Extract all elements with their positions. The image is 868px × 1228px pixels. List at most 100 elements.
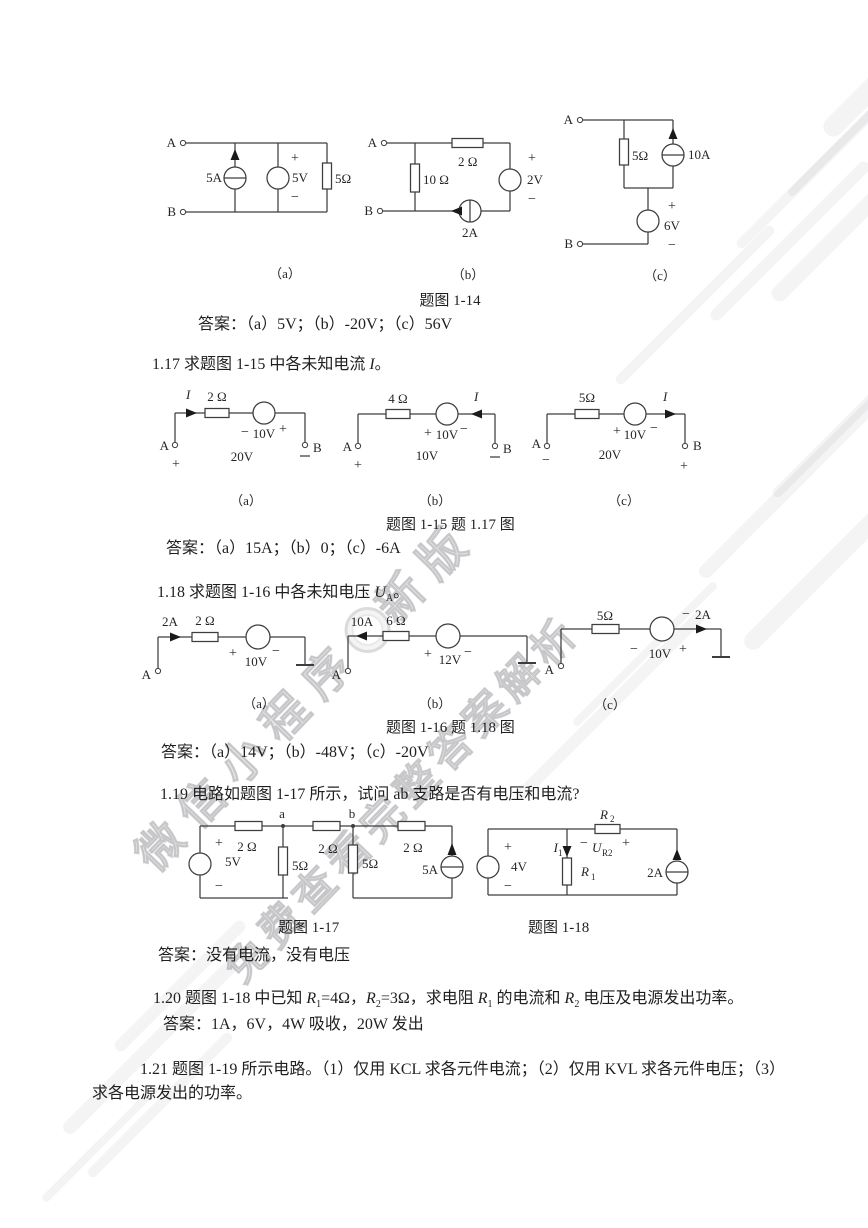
terminal-b [576,240,584,248]
voltage-source [476,855,500,879]
figure-1-16: 2A 2 Ω + 10V − A （a） 10A 6 Ω + 12V − A （… [142,607,730,712]
subfigure-label: （c） [644,268,676,283]
resistor [191,631,219,643]
answer-line: 答案：（a）14V；（b）-48V；（c）-20V [161,744,429,761]
node-label: A [343,439,353,454]
polarity-sign: − [504,879,512,894]
polarity-sign: − [668,238,676,253]
resistor-value: 5Ω [632,148,648,163]
source-value: 10V [253,426,276,441]
resistor [594,823,621,835]
resistor-label: R [599,807,608,822]
resistor-value: 4 Ω [388,391,407,406]
current-arrow-icon [665,409,676,419]
node-label: A [545,662,555,677]
subfigure-label: （b） [452,267,485,282]
resistor-value: 2 Ω [318,841,337,856]
circuit-1-16b: 10A 6 Ω + 12V − A （b） [332,613,536,711]
circuit-1-17: + 5V − 2 Ω 2 Ω 2 Ω 5Ω 5Ω a b 5A [188,806,464,899]
polarity-sign: + [172,457,180,472]
figure-caption: 题图 1-16 题 1.18 图 [386,720,515,736]
variable: I [369,356,375,373]
node-label: B [313,440,322,455]
terminal-a [354,442,362,450]
figure-caption: 题图 1-17 [278,920,340,936]
resistor [397,820,426,832]
resistor-value: 5Ω [335,171,351,186]
source-value: 12V [439,652,462,667]
node-label: b [349,806,356,821]
resistor [347,844,359,874]
source-value: 2V [527,172,544,187]
voltage-source [435,623,461,649]
circuit-1-18: + 4V − I 1 R 2 − U R2 + R 1 2A [476,807,689,896]
answer-line: 答案：1A，6V，4W 吸收，20W 发出 [163,1016,424,1033]
subfigure-label: （a） [243,696,275,711]
current-arrow-icon [170,632,181,642]
terminal-b [301,441,309,449]
voltage-source [623,402,647,426]
subfigure-label: （b） [419,493,452,508]
voltage-source [636,209,660,233]
resistor [618,138,630,166]
watermark-streak [740,414,868,654]
resistor-value: 5Ω [362,856,378,871]
circuit-1-14b: A B 10 Ω 2 Ω + 2V − 2A （b） [364,135,543,282]
current-label: 2A [695,607,712,622]
polarity-sign: − [291,190,299,205]
resistor-value: 2 Ω [195,613,214,628]
node-label: B [693,438,702,453]
polarity-sign: + [622,836,630,851]
node-label: A [564,112,574,127]
circuit-1-15b: I 4 Ω + 10V − A + B 10V （b） [343,389,512,508]
current-arrow-icon [356,631,367,641]
polarity-sign: + [680,459,688,474]
polarity-sign: + [229,646,237,661]
wires [383,142,511,212]
current-arrow-icon [451,206,462,216]
variable: R [477,990,488,1007]
current-label: 10A [351,614,374,629]
resistor-value: 5Ω [292,858,308,873]
voltage-source [435,402,459,426]
source-value: 10V [436,427,459,442]
voltage-source [649,616,675,642]
problem-heading-continued: 求各电源发出的功率。 [92,1085,253,1102]
source-value: 2A [647,865,664,880]
current-label: I [662,389,668,404]
node-label: A [332,667,342,682]
resistor [451,137,484,149]
current-label: I [185,387,191,402]
figure-caption: 题图 1-14 [419,293,481,309]
polarity-sign: − [682,607,690,622]
figure-caption: 题图 1-18 [528,920,590,936]
polarity-sign: − [272,644,280,659]
resistor [591,623,620,635]
subfigure-label: （a） [230,493,262,508]
terminal-b [179,208,187,216]
resistor [277,846,289,876]
voltage-label: U [592,840,603,855]
terminal-a [171,441,179,449]
polarity-sign: − [215,879,223,894]
polarity-sign: + [215,836,223,851]
polarity-sign: + [291,151,299,166]
subfigure-label: （b） [419,696,452,711]
terminal-a [344,667,352,675]
resistor [385,408,411,420]
current-label: I [553,840,559,855]
variable-subscript: R2 [602,848,613,858]
voltage-source [188,852,212,876]
source-value: 5V [225,854,242,869]
figure-1-15: I 2 Ω − 10V + A + B 20V （a） I 4 Ω + 10V … [160,387,702,508]
watermark-streak [85,1030,235,1180]
node-label: A [532,436,542,451]
variable-subscript: 1 [591,872,596,882]
problem-heading: 1.19 电路如题图 1-17 所示，试问 ab 支路是否有电压和电流? [160,786,580,803]
terminal-a [557,662,565,670]
terminal-a [154,667,162,675]
problem-heading: 1.20 题图 1-18 中已知 R1=4Ω，R2=3Ω，求电阻 R1 的电流和… [153,990,744,1011]
node-label: B [167,204,176,219]
current-arrow-icon [672,849,682,860]
answer-line: 答案：没有电流，没有电压 [158,947,351,964]
